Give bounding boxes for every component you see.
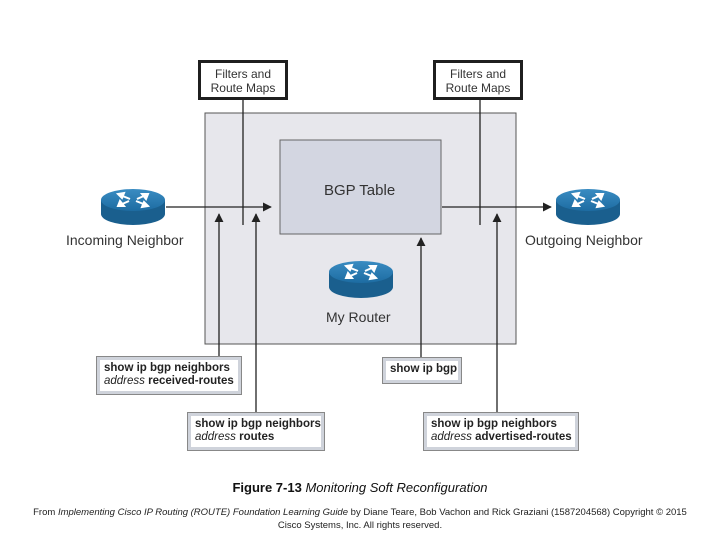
source-credit: From Implementing Cisco IP Routing (ROUT… — [10, 506, 710, 532]
filters-right-line1: Filters and — [449, 67, 507, 81]
cmd-advertised-arg: address — [431, 431, 472, 443]
my-router-icon — [329, 261, 393, 298]
filters-left-line1: Filters and — [214, 67, 272, 81]
cmd-advertised-text: show ip bgp neighbors — [431, 418, 557, 430]
cmd-advertised-routes: show ip bgp neighbors address advertised… — [423, 412, 579, 451]
cmd-routes: show ip bgp neighbors address routes — [187, 412, 325, 451]
filters-route-maps-left: Filters and Route Maps — [198, 60, 288, 100]
figure-number: Figure 7-13 — [232, 480, 302, 495]
filters-right-line2: Route Maps — [445, 81, 511, 95]
incoming-router-icon — [101, 189, 165, 225]
bgp-table-box — [279, 139, 442, 235]
cmd-routes-arg: address — [195, 431, 236, 443]
cmd-show-ip-bgp-text: show ip bgp — [390, 363, 458, 375]
credit-prefix: From — [33, 507, 56, 518]
filters-left-line2: Route Maps — [210, 81, 276, 95]
my-router-label: My Router — [326, 309, 391, 325]
outgoing-router-icon — [556, 189, 620, 225]
bgp-table-label: BGP Table — [324, 182, 396, 199]
figure-caption: Figure 7-13 Monitoring Soft Reconfigurat… — [0, 480, 720, 495]
credit-line2: Cisco Systems, Inc. All rights reserved. — [277, 520, 443, 531]
cmd-received-text: show ip bgp neighbors — [104, 362, 230, 374]
cmd-routes-tail: routes — [239, 431, 275, 443]
credit-book: Implementing Cisco IP Routing (ROUTE) Fo… — [57, 507, 349, 518]
cmd-routes-text: show ip bgp neighbors — [195, 418, 321, 430]
cmd-advertised-tail: advertised-routes — [475, 431, 572, 443]
filters-route-maps-right: Filters and Route Maps — [433, 60, 523, 100]
cmd-received-routes: show ip bgp neighbors address received-r… — [96, 356, 242, 395]
outgoing-neighbor-label: Outgoing Neighbor — [525, 232, 643, 248]
cmd-show-ip-bgp: show ip bgp — [382, 357, 462, 384]
incoming-neighbor-label: Incoming Neighbor — [66, 232, 184, 248]
cmd-received-tail: received-routes — [148, 375, 234, 387]
credit-rest: by Diane Teare, Bob Vachon and Rick Graz… — [350, 507, 687, 518]
cmd-received-arg: address — [104, 375, 145, 387]
figure-title: Monitoring Soft Reconfiguration — [305, 480, 488, 495]
